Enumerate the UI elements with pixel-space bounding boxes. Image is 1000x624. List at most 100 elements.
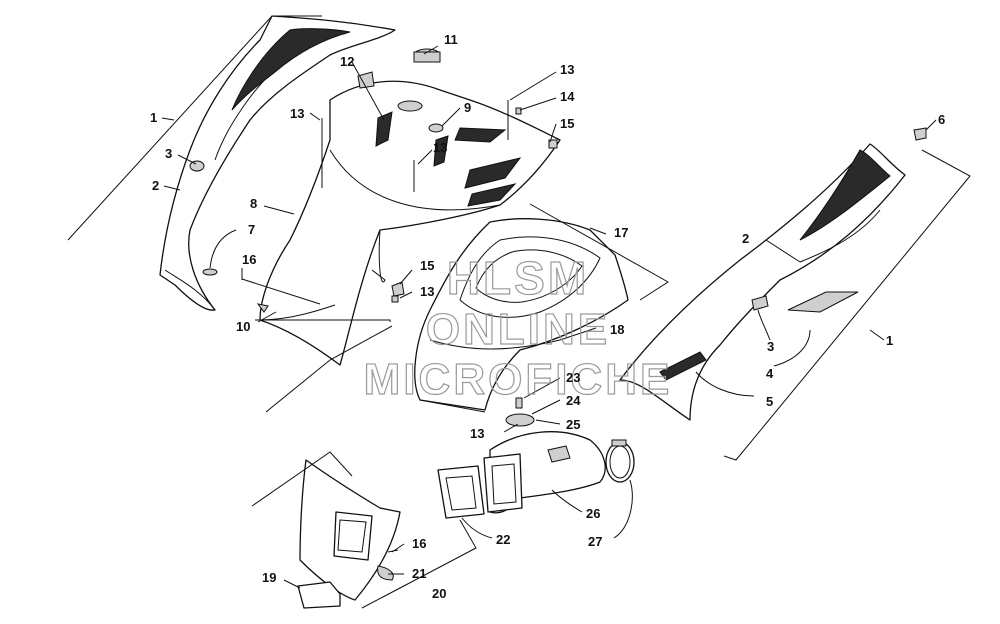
callout-9: 9 bbox=[464, 100, 471, 115]
airbox-side-line bbox=[429, 339, 561, 350]
watermark-line-1: HLSM bbox=[447, 252, 589, 304]
callout-labels: 1 2 3 7 16 10 8 13 12 11 9 13 13 14 15 1… bbox=[150, 32, 945, 601]
leader-8 bbox=[263, 205, 295, 215]
clip-6 bbox=[913, 127, 927, 141]
callout-16-upper: 16 bbox=[242, 252, 256, 267]
leader-19 bbox=[283, 579, 301, 589]
callout-19: 19 bbox=[262, 570, 276, 585]
bracket-8-lower bbox=[265, 325, 393, 413]
callout-1-right: 1 bbox=[886, 333, 893, 348]
callout-25: 25 bbox=[566, 417, 580, 432]
leader-12 bbox=[351, 61, 385, 121]
leader-2-left bbox=[163, 185, 181, 191]
callout-10: 10 bbox=[236, 319, 250, 334]
bracket-8 bbox=[255, 319, 391, 322]
callout-13-d: 13 bbox=[420, 284, 434, 299]
side-panel-left-lower-edge bbox=[164, 269, 216, 311]
leader-26 bbox=[551, 489, 583, 513]
intake-duct-group bbox=[437, 377, 635, 539]
leader-17 bbox=[589, 227, 607, 235]
side-panel-left bbox=[159, 15, 396, 311]
leader-3-left bbox=[177, 154, 197, 165]
callout-2-right: 2 bbox=[742, 231, 749, 246]
nut-9 bbox=[428, 123, 444, 133]
airbox-bottom-edge bbox=[419, 399, 486, 413]
callout-23: 23 bbox=[566, 370, 580, 385]
callout-15-upper: 15 bbox=[560, 116, 574, 131]
leader-3-right bbox=[757, 309, 771, 341]
leader-9 bbox=[441, 107, 461, 127]
callout-18: 18 bbox=[610, 322, 624, 337]
rod-16 bbox=[241, 278, 321, 305]
opening-12 bbox=[397, 100, 423, 112]
hood-vent-1 bbox=[464, 157, 522, 189]
gasket-22 bbox=[437, 465, 485, 519]
callout-13-c: 13 bbox=[433, 140, 447, 155]
leader-14 bbox=[519, 97, 557, 111]
leader-11 bbox=[423, 45, 439, 55]
washer-14 bbox=[515, 107, 522, 115]
emblem-3-right bbox=[751, 295, 769, 311]
leader-13a bbox=[309, 112, 321, 121]
clip-15a bbox=[548, 139, 558, 149]
callout-27: 27 bbox=[588, 534, 602, 549]
bracket-1-left bbox=[67, 15, 322, 241]
hood-slot bbox=[375, 111, 393, 147]
callout-8: 8 bbox=[250, 196, 257, 211]
callout-17: 17 bbox=[614, 225, 628, 240]
callout-11: 11 bbox=[444, 32, 458, 47]
clip-10 bbox=[256, 303, 269, 313]
gasket-22-inner bbox=[445, 475, 477, 511]
decal-5 bbox=[659, 351, 707, 381]
leader-24 bbox=[531, 399, 561, 415]
watermark: HLSM ONLINE MICROFICHE bbox=[363, 251, 670, 404]
leader-5 bbox=[695, 371, 755, 397]
callout-21: 21 bbox=[412, 566, 426, 581]
lower-bracket-group bbox=[251, 451, 477, 609]
callout-4: 4 bbox=[766, 366, 774, 381]
bracket-20-top bbox=[251, 451, 353, 507]
callout-22: 22 bbox=[496, 532, 510, 547]
screw-13d bbox=[391, 295, 399, 303]
bracket-17 bbox=[529, 203, 669, 301]
leader-13b bbox=[509, 71, 557, 101]
leader-2-right bbox=[765, 239, 801, 263]
leader-7 bbox=[209, 229, 237, 269]
leader-13d bbox=[399, 291, 413, 299]
bracket-20-window bbox=[333, 511, 373, 561]
callout-3-right: 3 bbox=[767, 339, 774, 354]
side-panel-left-trim bbox=[231, 28, 351, 111]
callout-7: 7 bbox=[248, 222, 255, 237]
side-panel-right-trim bbox=[799, 149, 891, 241]
side-panel-right-line bbox=[799, 209, 881, 263]
grommet-left bbox=[202, 268, 218, 276]
leader-4 bbox=[773, 329, 811, 367]
right-side-panel-group bbox=[619, 119, 971, 461]
callout-5: 5 bbox=[766, 394, 773, 409]
callout-16-lower: 16 bbox=[412, 536, 426, 551]
clip-12 bbox=[357, 71, 375, 89]
grommet-21 bbox=[377, 565, 394, 581]
callout-12: 12 bbox=[340, 54, 354, 69]
left-side-panel-group bbox=[67, 15, 396, 311]
leader-23 bbox=[523, 377, 561, 399]
cap-24 bbox=[505, 413, 535, 427]
leader-15b bbox=[399, 269, 413, 285]
callout-3-left: 3 bbox=[165, 146, 172, 161]
emblem-left bbox=[189, 160, 205, 172]
callout-26: 26 bbox=[586, 506, 600, 521]
callout-13-a: 13 bbox=[290, 106, 304, 121]
bracket-20-bottom bbox=[361, 519, 477, 609]
leader-13c bbox=[417, 149, 433, 165]
hood-slot-2 bbox=[433, 135, 449, 167]
clip-25 bbox=[547, 445, 571, 463]
callout-13-e: 13 bbox=[470, 426, 484, 441]
hood-vent-2 bbox=[467, 183, 517, 207]
leader-18 bbox=[559, 327, 597, 341]
airbox-group bbox=[391, 203, 669, 413]
watermark-line-2: ONLINE bbox=[426, 305, 610, 354]
leader-13e bbox=[503, 423, 519, 433]
bracket-20-window-inner bbox=[337, 519, 367, 553]
